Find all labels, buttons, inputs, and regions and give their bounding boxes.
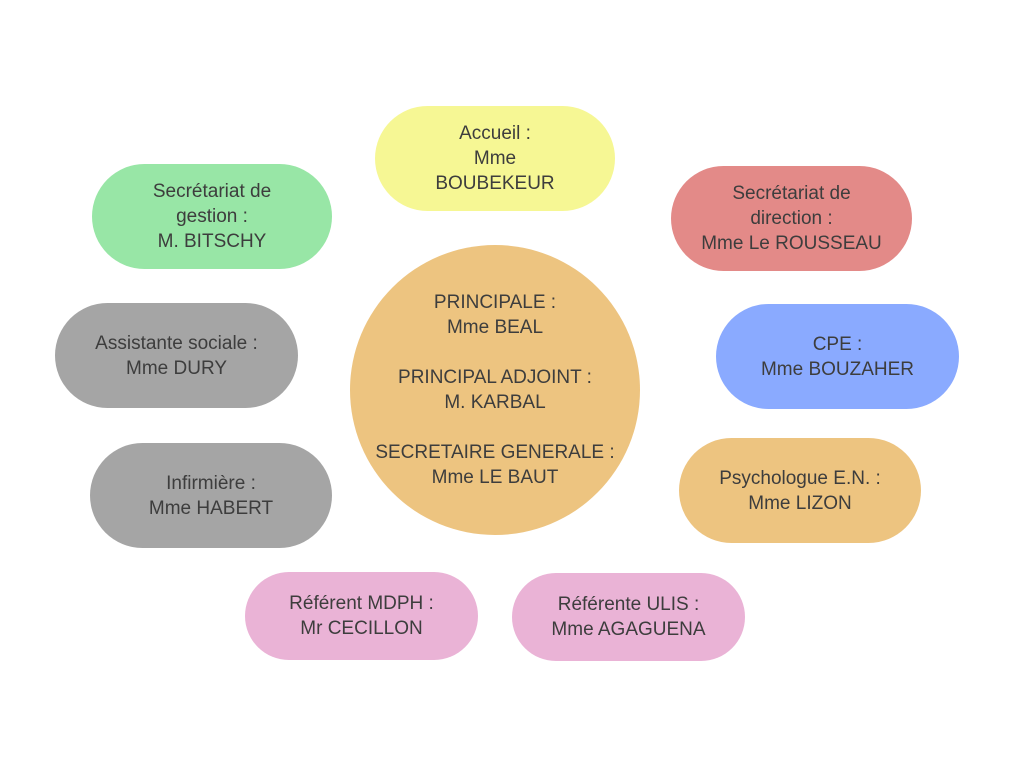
accueil-name-1: Mme [473,148,517,169]
direction-name: Mme Le ROUSSEAU [701,233,882,254]
direction-secretariat-pill: Secrétariat de direction : Mme Le ROUSSE… [671,166,912,271]
ulis-label: Référente ULIS : [557,594,700,615]
mdph-label: Référent MDPH : [289,593,434,614]
adjoint-title: PRINCIPAL ADJOINT : [398,367,592,388]
gestion-pill: Secrétariat de gestion : M. BITSCHY [92,164,332,269]
direction-circle: PRINCIPALE : Mme BEAL PRINCIPAL ADJOINT … [350,245,640,535]
accueil-label: Accueil : [459,123,531,144]
infirmiere-name: Mme HABERT [148,497,274,519]
sg-name: Mme LE BAUT [431,467,559,488]
sociale-name: Mme DURY [126,357,227,379]
infirmiere-label: Infirmière : [166,472,256,494]
direction-label-2: direction : [750,208,833,229]
cpe-name: Mme BOUZAHER [760,358,915,380]
sociale-pill: Assistante sociale : Mme DURY [55,303,298,408]
mdph-pill: Référent MDPH : Mr CECILLON [245,572,478,660]
adjoint-name: M. KARBAL [444,392,546,413]
infirmiere-pill: Infirmière : Mme HABERT [90,443,332,548]
ulis-pill: Référente ULIS : Mme AGAGUENA [512,573,745,661]
cpe-pill: CPE : Mme BOUZAHER [716,304,959,409]
psychologue-name: Mme LIZON [748,492,852,514]
psychologue-label: Psychologue E.N. : [719,467,881,489]
mdph-name: Mr CECILLON [300,618,423,639]
gestion-name: M. BITSCHY [157,231,267,252]
gestion-label-1: Secrétariat de [152,181,272,202]
accueil-name-2: BOUBEKEUR [435,173,555,194]
ulis-name: Mme AGAGUENA [551,619,706,640]
principale-title: PRINCIPALE : [433,292,557,313]
psychologue-pill: Psychologue E.N. : Mme LIZON [679,438,921,543]
direction-label-1: Secrétariat de [732,183,851,204]
gestion-label-2: gestion : [176,206,248,227]
sg-title: SECRETAIRE GENERALE : [375,442,615,463]
cpe-label: CPE : [812,333,863,355]
sociale-label: Assistante sociale : [95,332,258,354]
principale-name: Mme BEAL [446,317,544,338]
accueil-pill: Accueil : Mme BOUBEKEUR [375,106,615,211]
